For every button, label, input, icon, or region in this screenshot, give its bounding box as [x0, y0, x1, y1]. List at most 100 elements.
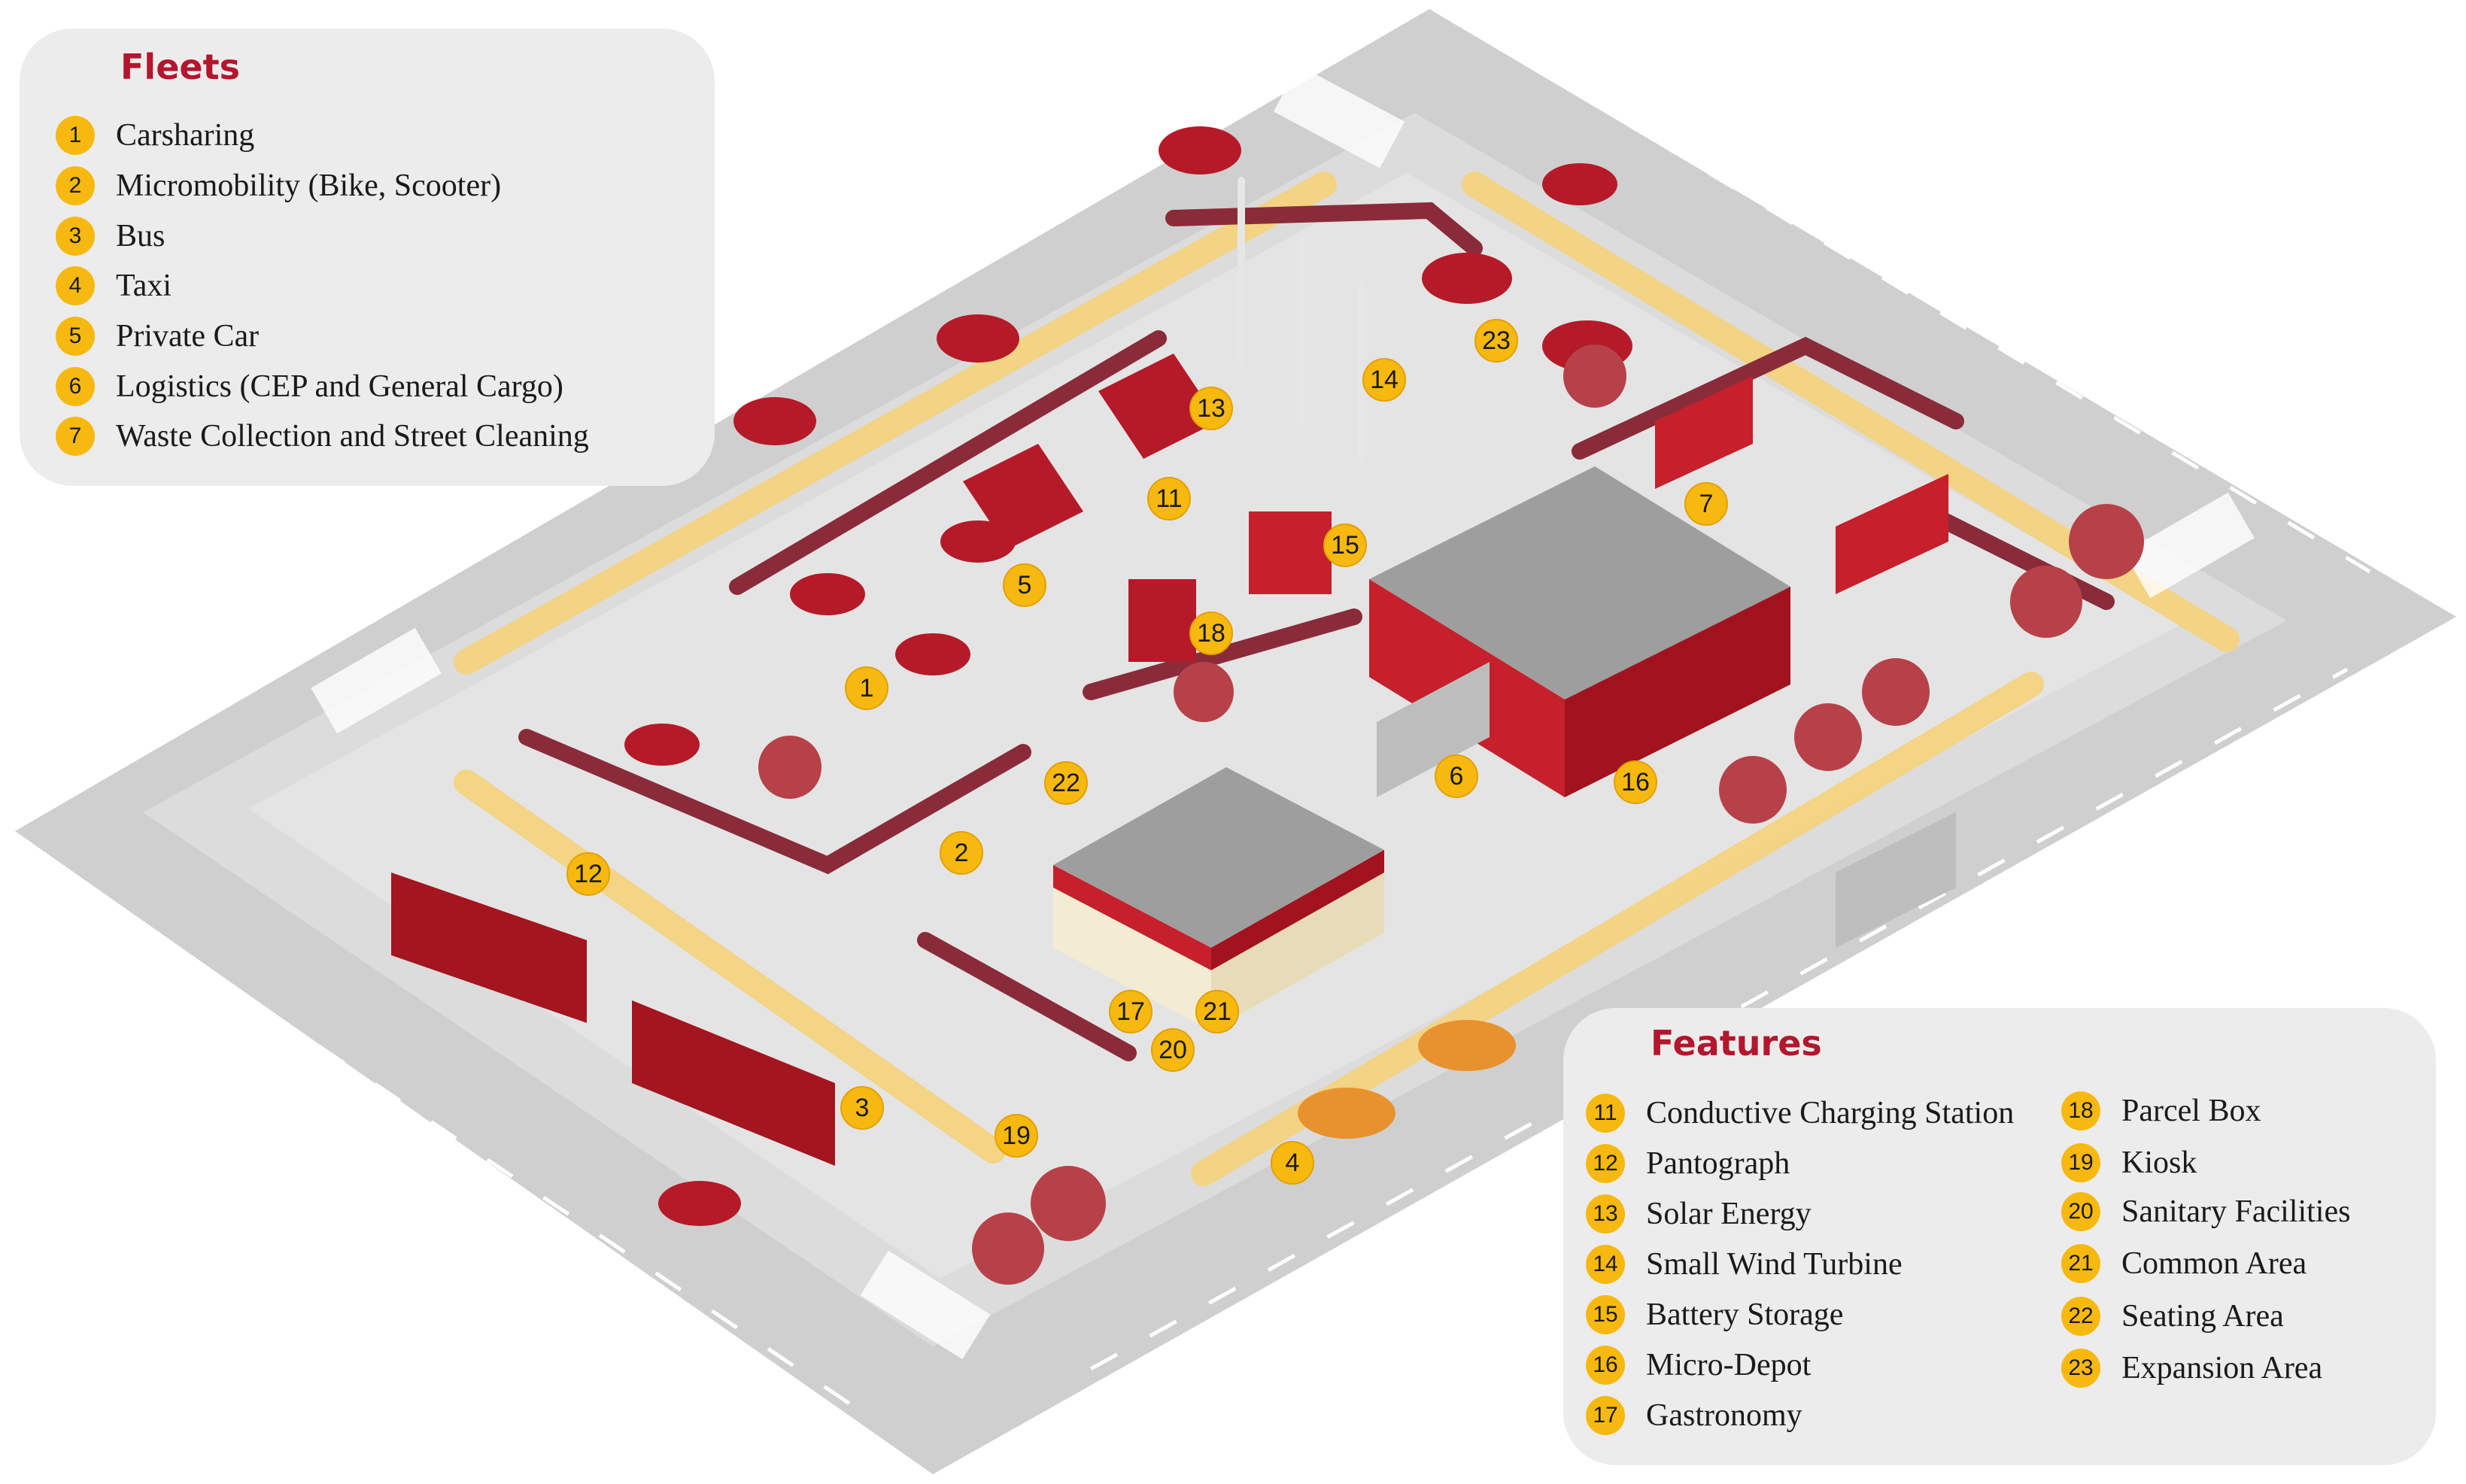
crosswalks	[311, 65, 2255, 1360]
fleet-number: 4	[56, 266, 95, 305]
taxis	[1298, 1020, 1516, 1139]
svg-text:2: 2	[955, 839, 969, 867]
svg-text:12: 12	[574, 860, 603, 888]
map-marker-7: 7	[1684, 482, 1728, 526]
svg-text:16: 16	[1621, 768, 1650, 797]
feature-label: Solar Energy	[1646, 1197, 1812, 1231]
buses	[391, 872, 835, 1166]
feature-number: 17	[1586, 1396, 1625, 1435]
feature-item-22: 22 Seating Area	[2061, 1297, 2284, 1336]
svg-text:19: 19	[1002, 1121, 1031, 1150]
wind-turbines	[1238, 177, 1365, 463]
feature-label: Seating Area	[2121, 1299, 2284, 1334]
fleet-label: Waste Collection and Street Cleaning	[116, 419, 589, 454]
fleet-number: 2	[56, 166, 95, 205]
svg-text:22: 22	[1052, 769, 1080, 797]
feature-label: Sanitary Facilities	[2121, 1194, 2351, 1229]
feature-number: 23	[2061, 1349, 2100, 1388]
feature-label: Micro-Depot	[1646, 1348, 1812, 1382]
feature-number: 21	[2061, 1244, 2100, 1283]
map-marker-17: 17	[1109, 990, 1153, 1033]
map-marker-14: 14	[1362, 358, 1406, 402]
feature-label: Battery Storage	[1646, 1297, 1844, 1332]
fleet-label: Bus	[116, 219, 166, 253]
svg-text:18: 18	[1197, 619, 1225, 648]
svg-text:4: 4	[1286, 1149, 1300, 1177]
gastronomy-building	[1053, 767, 1384, 1030]
feature-item-11: 11 Conductive Charging Station	[1586, 1094, 2014, 1133]
feature-number: 11	[1586, 1094, 1625, 1133]
map-marker-21: 21	[1195, 990, 1239, 1033]
svg-text:5: 5	[1018, 571, 1032, 599]
fleet-item-taxi: 4 Taxi	[56, 266, 172, 305]
fleet-item-carsharing: 1 Carsharing	[56, 116, 254, 155]
trucks	[1377, 376, 1956, 948]
fleets-legend: Fleets 1 Carsharing 2 Micromobility (Bik…	[20, 29, 715, 486]
feature-item-14: 14 Small Wind Turbine	[1586, 1245, 1903, 1284]
features-title: Features	[1651, 1023, 1822, 1064]
feature-item-21: 21 Common Area	[2061, 1244, 2307, 1283]
svg-text:20: 20	[1159, 1036, 1187, 1064]
map-marker-11: 11	[1147, 477, 1191, 520]
fleet-number: 1	[56, 116, 95, 155]
feature-label: Small Wind Turbine	[1646, 1247, 1903, 1282]
map-marker-6: 6	[1435, 754, 1478, 798]
feature-label: Expansion Area	[2121, 1351, 2323, 1385]
map-marker-1: 1	[845, 666, 888, 710]
map-marker-13: 13	[1189, 387, 1233, 430]
feature-label: Pantograph	[1646, 1146, 1790, 1181]
svg-text:6: 6	[1450, 762, 1464, 791]
feature-number: 18	[2061, 1091, 2100, 1130]
parcel-box	[1128, 579, 1196, 662]
feature-item-12: 12 Pantograph	[1586, 1144, 1790, 1183]
svg-text:1: 1	[860, 674, 874, 703]
svg-text:11: 11	[1156, 484, 1182, 513]
fleet-number: 7	[56, 417, 95, 456]
feature-number: 12	[1586, 1144, 1625, 1183]
feature-label: Common Area	[2121, 1246, 2307, 1281]
map-marker-18: 18	[1189, 612, 1233, 655]
svg-text:23: 23	[1482, 326, 1511, 355]
fleet-item-private-car: 5 Private Car	[56, 317, 259, 356]
fleet-label: Logistics (CEP and General Cargo)	[116, 369, 563, 404]
feature-item-13: 13 Solar Energy	[1586, 1194, 1812, 1234]
svg-text:21: 21	[1203, 997, 1231, 1026]
feature-label: Gastronomy	[1646, 1398, 1802, 1433]
trees	[758, 344, 2144, 1285]
svg-text:3: 3	[855, 1094, 870, 1122]
feature-label: Conductive Charging Station	[1646, 1096, 2015, 1130]
map-marker-22: 22	[1044, 761, 1088, 805]
map-marker-20: 20	[1151, 1028, 1195, 1072]
map-marker-5: 5	[1003, 563, 1046, 607]
battery-storage	[1249, 511, 1332, 594]
feature-number: 15	[1586, 1295, 1625, 1334]
map-marker-19: 19	[995, 1114, 1038, 1158]
fleets-title: Fleets	[120, 47, 240, 87]
feature-item-16: 16 Micro-Depot	[1586, 1346, 1811, 1385]
fleet-label: Taxi	[116, 269, 172, 303]
feature-item-15: 15 Battery Storage	[1586, 1295, 1843, 1334]
feature-number: 20	[2061, 1192, 2100, 1231]
feature-number: 14	[1586, 1245, 1625, 1284]
map-marker-4: 4	[1271, 1141, 1314, 1185]
fleet-item-logistics: 6 Logistics (CEP and General Cargo)	[56, 367, 563, 406]
feature-item-20: 20 Sanitary Facilities	[2061, 1192, 2350, 1231]
map-marker-16: 16	[1614, 760, 1657, 804]
fleet-label: Private Car	[116, 319, 260, 354]
lane-markings	[111, 65, 2371, 1416]
map-marker-3: 3	[840, 1086, 884, 1130]
fleet-item-bus: 3 Bus	[56, 217, 165, 256]
feature-number: 16	[1586, 1346, 1625, 1385]
map-marker-12: 12	[566, 852, 610, 896]
svg-text:15: 15	[1331, 531, 1359, 560]
fleet-number: 5	[56, 317, 95, 356]
feature-item-17: 17 Gastronomy	[1586, 1396, 1802, 1435]
feature-item-23: 23 Expansion Area	[2061, 1349, 2322, 1388]
feature-number: 19	[2061, 1143, 2100, 1182]
fleet-number: 6	[56, 367, 95, 406]
fleet-item-waste-collection: 7 Waste Collection and Street Cleaning	[56, 417, 589, 456]
map-marker-2: 2	[940, 831, 983, 875]
feature-number: 13	[1586, 1194, 1625, 1234]
map-marker-23: 23	[1474, 319, 1518, 363]
fleet-label: Carsharing	[116, 118, 255, 153]
